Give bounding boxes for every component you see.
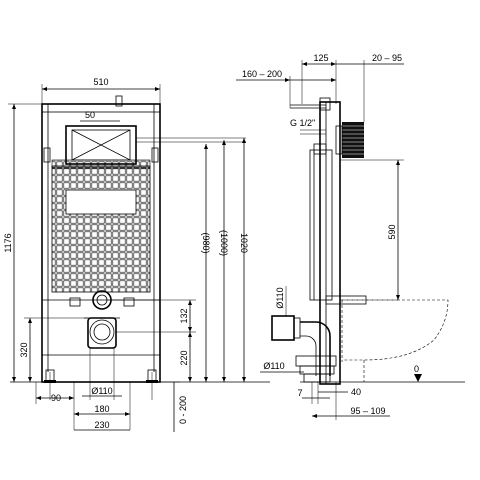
- dim-0-200: 0 - 200: [178, 396, 188, 424]
- dim-180: 180: [94, 404, 109, 414]
- side-view: [271, 97, 465, 385]
- dim-160-200: 160 – 200: [242, 69, 282, 79]
- dim-50: 50: [85, 110, 95, 120]
- dim-90: 90: [51, 393, 61, 403]
- dim-1000: (1000): [219, 230, 229, 256]
- label-floor-0: 0: [414, 364, 419, 374]
- cistern-grid: [51, 165, 151, 293]
- dim-125: 125: [313, 53, 328, 63]
- front-dimensions: 510 50 1176 (980) (1000) 1020 132: [3, 77, 249, 432]
- label-thread: G 1/2": [290, 118, 315, 128]
- dim-220: 220: [179, 350, 189, 365]
- dim-132: 132: [179, 308, 189, 323]
- dim-980: (980): [201, 232, 211, 253]
- side-dimensions: 125 20 – 95 160 – 200 G 1/2" 590 Ø110 Ø1…: [236, 53, 419, 420]
- dim-1020: 1020: [239, 233, 249, 253]
- dim-320: 320: [19, 342, 29, 357]
- dim-20-95: 20 – 95: [372, 53, 402, 63]
- floor-marker-icon: [414, 374, 422, 382]
- side-flush-plate: [342, 122, 364, 158]
- dim-510: 510: [93, 77, 108, 87]
- dim-pipe-110-upper: Ø110: [275, 287, 285, 308]
- front-view: [10, 95, 270, 400]
- dim-230: 230: [94, 420, 109, 430]
- dim-590: 590: [387, 224, 397, 239]
- dim-pipe-110-front: Ø110: [91, 386, 112, 396]
- dim-1176: 1176: [3, 233, 13, 252]
- dim-7: 7: [297, 388, 302, 398]
- dim-40: 40: [351, 387, 361, 397]
- flush-plate-opening: [65, 125, 137, 165]
- dim-95-109: 95 – 109: [350, 406, 385, 416]
- dim-pipe-110-lower: Ø110: [263, 361, 284, 371]
